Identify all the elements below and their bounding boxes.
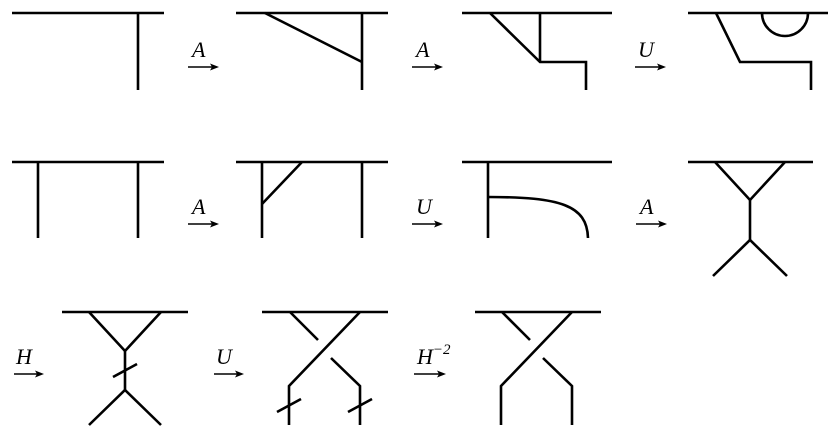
row2-diagram1 (12, 160, 164, 238)
row3-arrow3-label-superscript: −2 (433, 342, 451, 358)
row3-arrow3: H−2 (414, 342, 451, 378)
row2-arrow1-label: A (190, 194, 206, 219)
row3-arrow3-label: H−2 (416, 342, 451, 369)
row3-diagram1 (62, 310, 188, 426)
row2-arrow2-label: U (416, 194, 434, 219)
row2-diagram3 (462, 160, 612, 239)
row1-arrow2: A (412, 37, 443, 71)
row2-arrow3-label: A (638, 194, 654, 219)
row1-diagram2 (236, 11, 388, 90)
row1-arrow3-label: U (638, 37, 656, 62)
row2-arrow1: A (188, 194, 219, 228)
row3-arrow1-label: H (15, 344, 33, 369)
row1-arrow3: U (635, 37, 666, 71)
row3-arrow3-label-main: H (416, 344, 434, 369)
row2-diagram2 (236, 160, 388, 238)
row1-diagram4 (688, 11, 828, 90)
row2-arrow3: A (636, 194, 667, 228)
row1-diagram3 (462, 11, 612, 90)
row1-arrow1: A (188, 37, 219, 71)
row2-arrow2: U (412, 194, 443, 228)
row3-arrow2: U (214, 344, 244, 378)
row3-diagram3 (475, 310, 601, 425)
row1-diagram1 (12, 11, 164, 90)
row3-arrow1: H (14, 344, 44, 378)
row3-diagram2 (262, 310, 388, 425)
row1-arrow2-label: A (414, 37, 430, 62)
row3-arrow2-label: U (216, 344, 234, 369)
row2-diagram4 (688, 160, 813, 277)
row1-arrow1-label: A (190, 37, 206, 62)
